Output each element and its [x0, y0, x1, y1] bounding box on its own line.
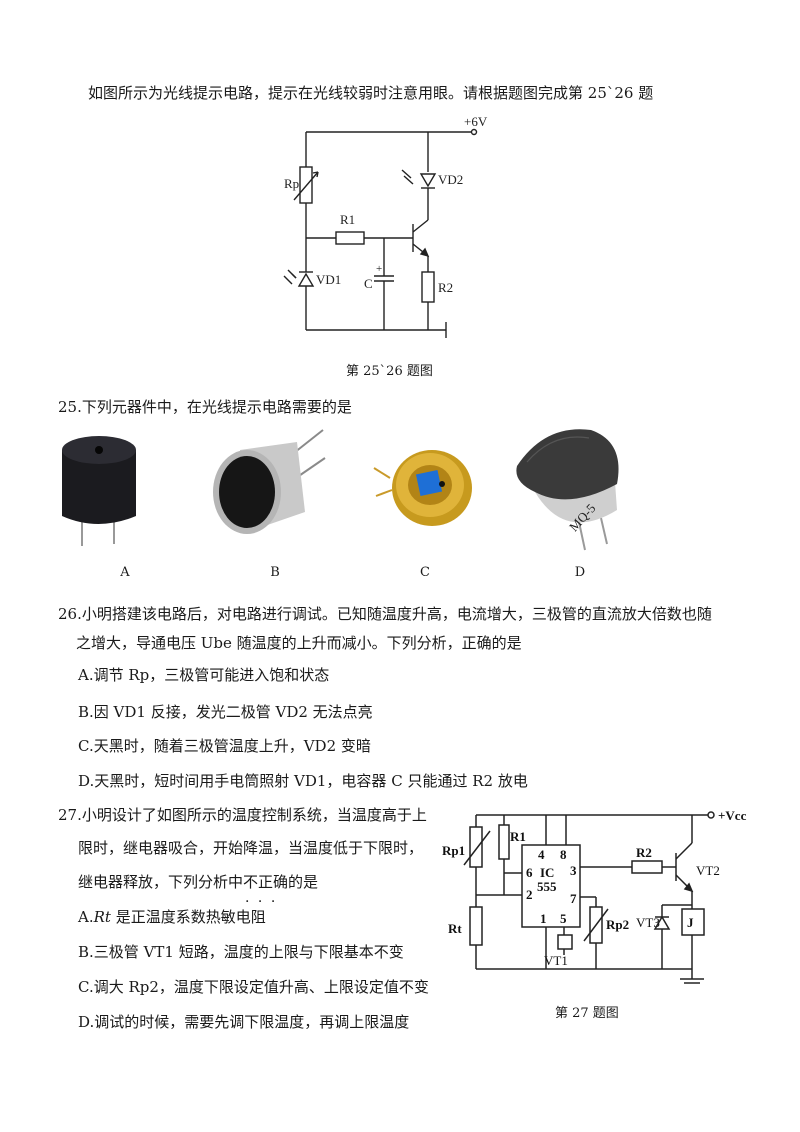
pin1-label: 1 [540, 911, 547, 926]
r1-label: R1 [340, 212, 355, 227]
q27-stem-line3: 继电器释放，下列分析中不正确 · · · 的是 [78, 872, 319, 910]
r2-label: R2 [438, 280, 453, 295]
q27-stem-line1: 27.小明设计了如图所示的温度控制系统，当温度高于上 [58, 806, 427, 824]
temperature-control-circuit-diagram: +Vcc Rp1 R1 4 8 6 IC 555 3 2 7 1 5 R2 VT… [442, 808, 747, 984]
r1b-label: R1 [510, 829, 526, 844]
q26-option-c: C.天黑时，随着三极管温度上升，VD2 变暗 [78, 737, 371, 755]
vt1-label: VT1 [544, 953, 568, 968]
j-label: J [687, 915, 694, 930]
vt2-label: VT2 [696, 863, 720, 878]
q26-option-d: D.天黑时，短时间用手电筒照射 VD1，电容器 C 只能通过 R2 放电 [78, 772, 528, 790]
emphasis-dots: · · · [245, 894, 278, 910]
q27-option-d: D.调试的时候，需要先调下限温度，再调上限温度 [78, 1013, 410, 1031]
q27-option-a: A.Rt 是正温度系数热敏电阻 [78, 908, 266, 926]
vcc2-label: +Vcc [718, 808, 747, 823]
q27-stem-post: 的是 [288, 873, 319, 891]
vd2-label: VD2 [438, 172, 463, 187]
light-alert-circuit-diagram: +6V Rp VD2 R1 VD1 C + R2 [283, 114, 488, 338]
q26-option-a: A.调节 Rp，三极管可能进入饱和状态 [78, 666, 330, 684]
q25-option-d-label: D [574, 565, 586, 580]
c-label: C [364, 276, 373, 291]
rt-label: Rt [448, 921, 462, 936]
q26-option-b: B.因 VD1 反接，发光二极管 VD2 无法点亮 [78, 703, 373, 721]
pin8-label: 8 [560, 847, 567, 862]
q25-option-c-label: C [420, 565, 430, 580]
ic555-label: 555 [537, 879, 557, 894]
q27-emphasis-text: 不正确 [243, 873, 289, 891]
q25-option-a-label: A [120, 565, 130, 580]
c-plus-label: + [376, 263, 382, 275]
pin4-label: 4 [538, 847, 545, 862]
vt3-label: VT3 [636, 915, 660, 930]
r2b-label: R2 [636, 845, 652, 860]
q25-stem: 25.下列元器件中，在光线提示电路需要的是 [58, 398, 352, 416]
q27-stem-pre: 继电器释放，下列分析中 [78, 873, 244, 891]
gas-sensor-image: MQ-5 [516, 429, 619, 551]
q27-stem-line2: 限时，继电器吸合，开始降温，当温度低于下限时， [78, 839, 424, 857]
q26-stem-line2: 之增大，导通电压 Ube 随温度的上升而减小。下列分析，正确的是 [76, 634, 522, 652]
q27-option-b: B.三极管 VT1 短路，温度的上限与下限基本不变 [78, 943, 404, 961]
circuit1-caption: 第 25`26 题图 [346, 364, 433, 379]
vcc-label: +6V [464, 114, 488, 129]
electret-microphone-image [213, 429, 326, 534]
ic-label: IC [540, 865, 554, 880]
vd1-label: VD1 [316, 272, 341, 287]
pin2-label: 2 [526, 887, 533, 902]
buzzer-image [62, 436, 136, 546]
pin7-label: 7 [570, 891, 577, 906]
pin6-label: 6 [526, 865, 533, 880]
rp-label: Rp [284, 176, 299, 191]
pin5-label: 5 [560, 911, 567, 926]
q26-stem-line1: 26.小明搭建该电路后，对电路进行调试。已知随温度升高，电流增大，三极管的直流放… [58, 605, 712, 623]
pin3-label: 3 [570, 863, 577, 878]
q25-option-b-label: B [270, 565, 280, 580]
rp2-label: Rp2 [606, 917, 629, 932]
rp1-label: Rp1 [442, 843, 465, 858]
q27-emphasis: 不正确 · · · [243, 873, 289, 910]
circuit2-caption: 第 27 题图 [555, 1006, 619, 1021]
intro-text: 如图所示为光线提示电路，提示在光线较弱时注意用眼。请根据题图完成第 25`26 … [88, 84, 654, 102]
photodiode-can-image [373, 450, 472, 526]
q27-option-c: C.调大 Rp2，温度下限设定值升高、上限设定值不变 [78, 978, 429, 996]
